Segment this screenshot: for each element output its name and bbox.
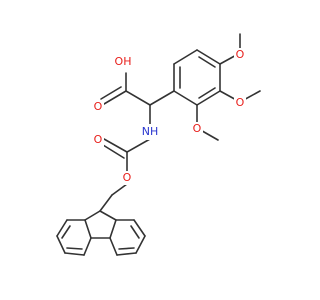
molecule-structure-diagram: OH O NH O O O O O xyxy=(56,33,261,256)
atom-labels: OH O NH O O O O O xyxy=(94,48,245,184)
methoxy-right-o-label: O xyxy=(236,96,245,109)
bond-lines xyxy=(56,33,261,256)
methoxy-top-o-label: O xyxy=(236,48,245,61)
carbamate-carbonyl-o-label: O xyxy=(94,133,103,146)
atom-label-backgrounds xyxy=(92,48,246,185)
ester-o-label: O xyxy=(123,171,132,184)
methoxy-lower-o-label: O xyxy=(193,122,202,135)
carbonyl-o-label: O xyxy=(94,100,103,113)
oh-label: OH xyxy=(115,55,132,68)
nh-label: NH xyxy=(142,125,159,138)
